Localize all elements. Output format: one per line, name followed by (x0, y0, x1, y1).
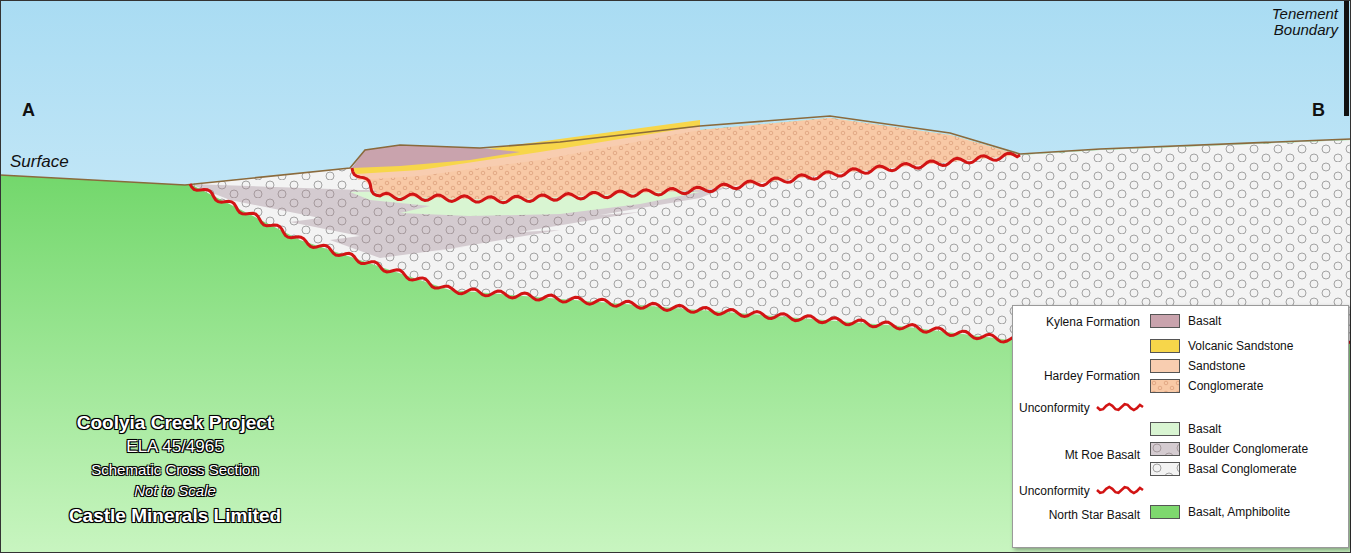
legend-label: Volcanic Sandstone (1188, 339, 1293, 353)
legend-swatch (1150, 422, 1180, 436)
surface-label: Surface (10, 152, 69, 172)
legend-swatch (1150, 462, 1180, 476)
formation-name: North Star Basalt (1020, 508, 1140, 522)
unconformity-sample (1095, 400, 1145, 414)
legend-swatch (1150, 339, 1180, 353)
legend-swatch (1150, 505, 1180, 519)
legend-label: Unconformity (1019, 401, 1090, 415)
unconformity-line (190, 184, 1351, 345)
section-end: B (1312, 100, 1325, 121)
legend-label: Basalt, Amphibolite (1188, 505, 1290, 519)
unconformity-line (352, 153, 1020, 203)
formation-name: Mt Roe Basalt (1020, 448, 1140, 462)
legend-label: Basal Conglomerate (1188, 462, 1297, 476)
section-type: Schematic Cross Section (0, 461, 350, 478)
unconformity-sample (1095, 483, 1145, 497)
legend-label: Conglomerate (1188, 379, 1263, 393)
tenement-id: ELA 45/4965 (0, 437, 350, 457)
project-title: Coolyia Creek Project (0, 412, 350, 434)
legend-label: Boulder Conglomerate (1188, 442, 1308, 456)
legend-label: Basalt (1188, 422, 1221, 436)
legend-label: Unconformity (1019, 484, 1090, 498)
legend-swatch (1150, 379, 1180, 393)
legend-label: Sandstone (1188, 359, 1245, 373)
legend-swatch (1150, 442, 1180, 456)
boundary-label: Tenement Boundary (1250, 6, 1338, 38)
legend-swatch (1150, 359, 1180, 373)
legend-label: Basalt (1188, 314, 1221, 328)
formation-name: Hardey Formation (1020, 369, 1140, 383)
scale-note: Not to Scale (0, 482, 350, 499)
formation-name: Kylena Formation (1020, 315, 1140, 329)
legend-swatch (1150, 314, 1180, 328)
section-end: A (22, 100, 35, 121)
company-name: Castle Minerals Limited (0, 505, 350, 527)
